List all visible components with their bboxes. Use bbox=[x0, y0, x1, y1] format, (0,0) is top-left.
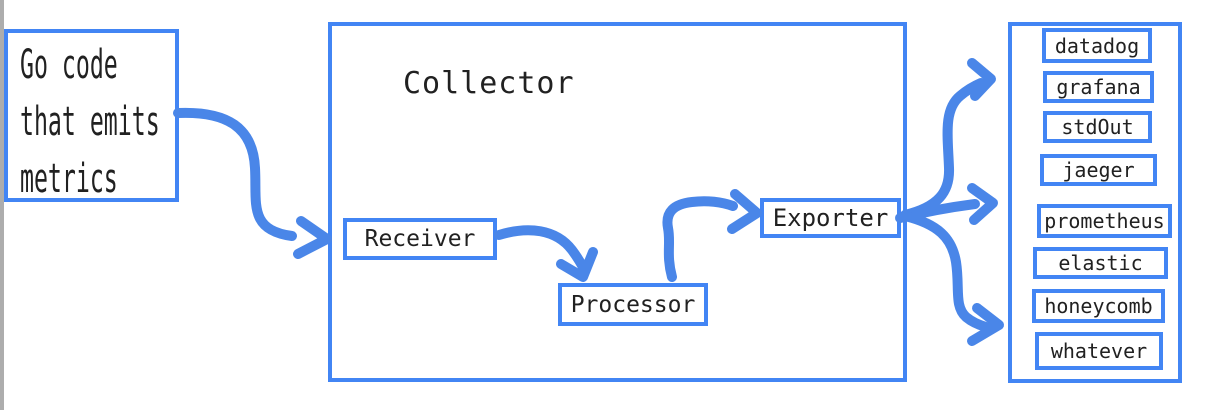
arrow-exporter-branch-up[interactable] bbox=[900, 58, 996, 220]
sink-item-grafana[interactable]: grafana bbox=[1043, 71, 1154, 103]
sink-label: grafana bbox=[1056, 75, 1141, 99]
exporter-box[interactable]: Exporter bbox=[760, 198, 901, 238]
sink-label: honeycomb bbox=[1044, 294, 1153, 318]
collector-title: Collector bbox=[403, 66, 575, 101]
receiver-box[interactable]: Receiver bbox=[343, 218, 497, 260]
receiver-label: Receiver bbox=[364, 226, 476, 252]
processor-box[interactable]: Processor bbox=[558, 283, 708, 326]
sink-label: elastic bbox=[1058, 251, 1143, 275]
source-note-line-2: that emits bbox=[20, 99, 160, 145]
sink-label: prometheus bbox=[1044, 209, 1165, 233]
sink-item-datadog[interactable]: datadog bbox=[1042, 28, 1152, 63]
arrow-exporter-branch-middle[interactable] bbox=[895, 183, 998, 225]
arrow-exporter-branch-down[interactable] bbox=[900, 211, 1004, 346]
source-note-line-1: Go code bbox=[20, 42, 118, 88]
sink-label: datadog bbox=[1054, 33, 1140, 58]
window-edge-left bbox=[0, 0, 4, 410]
sink-item-honeycomb[interactable]: honeycomb bbox=[1032, 289, 1165, 323]
source-note-line-3: metrics bbox=[20, 156, 118, 202]
sink-item-prometheus[interactable]: prometheus bbox=[1037, 204, 1172, 238]
processor-label: Processor bbox=[570, 291, 696, 318]
sink-item-jaeger[interactable]: jaeger bbox=[1040, 154, 1157, 186]
exporter-label: Exporter bbox=[772, 204, 889, 232]
sink-item-elastic[interactable]: elastic bbox=[1033, 247, 1168, 279]
sink-item-whatever[interactable]: whatever bbox=[1035, 332, 1163, 370]
sink-label: whatever bbox=[1050, 339, 1148, 363]
sink-item-stdout[interactable]: stdOut bbox=[1043, 111, 1152, 143]
source-note-text: Go code that emits metrics bbox=[8, 33, 175, 208]
source-note-box[interactable]: Go code that emits metrics bbox=[4, 29, 179, 202]
sink-label: jaeger bbox=[1062, 158, 1135, 182]
arrow-source-to-collector[interactable] bbox=[173, 107, 332, 259]
sink-label: stdOut bbox=[1061, 115, 1134, 139]
